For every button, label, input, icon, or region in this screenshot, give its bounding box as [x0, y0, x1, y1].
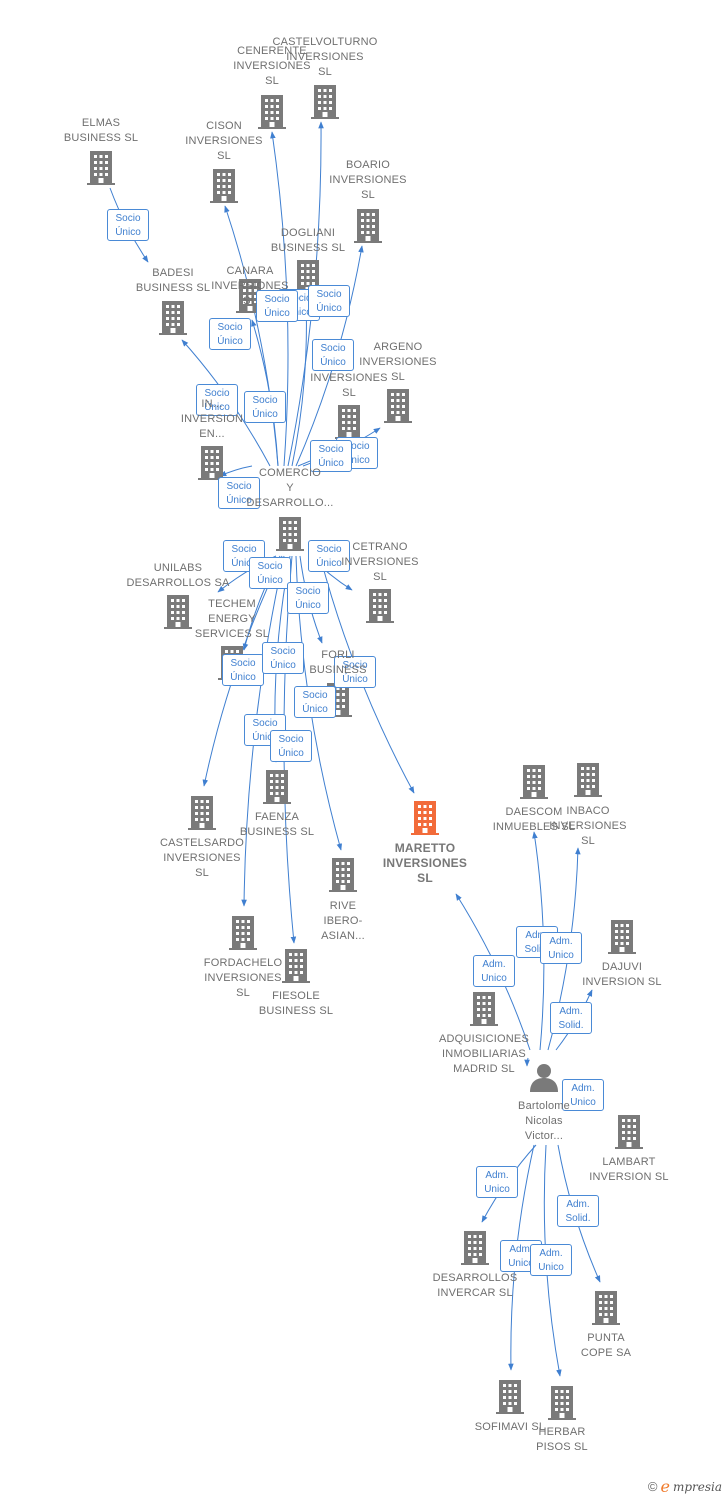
- relation-badge-bartolome-dajuvi[interactable]: Adm. Solid.: [550, 1002, 592, 1034]
- building-icon-inversiones_mid[interactable]: [335, 405, 363, 439]
- node-label-cetrano[interactable]: CETRANO INVERSIONES SL: [341, 541, 419, 583]
- building-icon-daescom[interactable]: [520, 765, 548, 799]
- building-icon-elmas[interactable]: [87, 151, 115, 185]
- node-label-herbar[interactable]: HERBAR PISOS SL: [536, 1426, 588, 1453]
- relation-badge-comercio-badesi[interactable]: Socio Único: [196, 384, 238, 416]
- relation-badge-bartolome-desarrollos_invercar[interactable]: Adm. Unico: [476, 1166, 518, 1198]
- relation-badge-bartolome-maretto[interactable]: Adm. Unico: [473, 955, 515, 987]
- node-label-badesi[interactable]: BADESI BUSINESS SL: [135, 267, 211, 294]
- building-icon-cison[interactable]: [210, 169, 238, 203]
- building-icon-inbaco[interactable]: [574, 763, 602, 797]
- building-icon-inversion_en[interactable]: [198, 446, 226, 480]
- relation-badge-comercio-faenza[interactable]: Socio Único: [262, 642, 304, 674]
- building-icon-herbar[interactable]: [548, 1386, 576, 1420]
- building-icon-faenza[interactable]: [263, 770, 291, 804]
- relation-badge-comercio-techem[interactable]: Socio Único: [249, 557, 291, 589]
- node-label-techem[interactable]: TECHEM ENERGY SERVICES SL: [194, 598, 270, 640]
- relation-badge-bartolome-punta_cope[interactable]: Adm. Solid.: [557, 1195, 599, 1227]
- node-label-punta_cope[interactable]: PUNTA COPE SA: [580, 1332, 632, 1359]
- relation-badge-comercio-cetrano[interactable]: Socio Único: [308, 540, 350, 572]
- building-icon-desarrollos_invercar[interactable]: [461, 1231, 489, 1265]
- node-label-desarrollos_invercar[interactable]: DESARROLLOS INVERCAR SL: [432, 1272, 518, 1299]
- node-label-elmas[interactable]: ELMAS BUSINESS SL: [63, 117, 139, 144]
- building-icon-castelsardo[interactable]: [188, 796, 216, 830]
- node-label-forli[interactable]: FORLI BUSINESS: [309, 649, 367, 676]
- building-icon-fordachelo[interactable]: [229, 916, 257, 950]
- node-label-unilabs[interactable]: UNILABS DESARROLLOS SA: [126, 562, 230, 589]
- relation-badge-comercio-forli[interactable]: Socio Único: [287, 582, 329, 614]
- building-icon-dajuvi[interactable]: [608, 920, 636, 954]
- building-icon-castelvolturno[interactable]: [311, 85, 339, 119]
- building-icon-lambart[interactable]: [615, 1115, 643, 1149]
- building-icon-adquisiciones[interactable]: [470, 992, 498, 1026]
- building-icon-rive[interactable]: [329, 858, 357, 892]
- relation-badge-comercio-castelsardo[interactable]: Socio Único: [222, 654, 264, 686]
- node-label-adquisiciones[interactable]: ADQUISICIONES INMOBILIARIAS MADRID SL: [438, 1033, 529, 1075]
- copyright-icon: ©: [647, 1479, 658, 1494]
- node-label-cison[interactable]: CISON INVERSIONES SL: [185, 120, 263, 162]
- relation-badge-comercio-rive[interactable]: Socio Único: [294, 686, 336, 718]
- brand-initial: e: [660, 1477, 670, 1496]
- node-label-inversion_en[interactable]: IN... INVERSION EN...: [180, 398, 244, 440]
- node-label-canara[interactable]: CANARA INVERSIONES SL: [211, 265, 289, 307]
- node-label-dogliani[interactable]: DOGLIANI BUSINESS SL: [270, 227, 346, 254]
- node-label-castelvolturno[interactable]: CASTELVOLTURNO INVERSIONES SL: [272, 36, 378, 78]
- building-icon-punta_cope[interactable]: [592, 1291, 620, 1325]
- relation-badge-comercio-inversion_en[interactable]: Socio Único: [218, 477, 260, 509]
- brand-name: mpresia: [672, 1479, 722, 1494]
- relation-badge-comercio-castelvolturno[interactable]: Socio Único: [308, 285, 350, 317]
- relation-badge-comercio-inversiones_mid[interactable]: Socio Único: [310, 440, 352, 472]
- node-label-dajuvi[interactable]: DAJUVI INVERSION SL: [582, 961, 662, 988]
- node-label-boario[interactable]: BOARIO INVERSIONES SL: [329, 159, 407, 201]
- building-icon-badesi[interactable]: [159, 301, 187, 335]
- building-icon-maretto[interactable]: [411, 801, 439, 835]
- edge-bartolome-to-adquisiciones: [524, 1057, 530, 1067]
- node-label-inbaco[interactable]: INBACO INVERSIONES SL: [549, 805, 627, 847]
- relation-badge-comercio-dogliani[interactable]: Socio Único: [256, 290, 298, 322]
- node-label-bartolome[interactable]: Bartolome Nicolas Victor...: [518, 1100, 570, 1142]
- node-label-faenza[interactable]: FAENZA BUSINESS SL: [239, 811, 315, 838]
- node-label-inversiones_mid[interactable]: INVERSIONES SL: [310, 372, 388, 399]
- node-label-lambart[interactable]: LAMBART INVERSION SL: [589, 1156, 669, 1183]
- node-label-fiesole[interactable]: FIESOLE BUSINESS SL: [258, 990, 334, 1017]
- building-icon-comercio[interactable]: [276, 517, 304, 551]
- relation-badge-comercio-maretto[interactable]: Socio Único: [334, 656, 376, 688]
- node-label-daescom[interactable]: DAESCOM INMUEBLES SL: [492, 806, 576, 833]
- relation-badge-bartolome-inbaco[interactable]: Adm. Unico: [540, 932, 582, 964]
- relation-badge-bartolome-adquisiciones[interactable]: Adm. Unico: [562, 1079, 604, 1111]
- relation-badge-comercio-boario[interactable]: Socio Único: [312, 339, 354, 371]
- building-icon-cetrano[interactable]: [366, 589, 394, 623]
- node-label-fordachelo[interactable]: FORDACHELO INVERSIONES SL: [203, 957, 283, 999]
- building-icon-sofimavi[interactable]: [496, 1380, 524, 1414]
- node-label-cenerente[interactable]: CENERENTE INVERSIONES SL: [233, 45, 311, 87]
- node-label-argeno[interactable]: ARGENO INVERSIONES SL: [359, 341, 437, 383]
- node-label-rive[interactable]: RIVE IBERO- ASIAN...: [321, 900, 365, 942]
- node-label-maretto[interactable]: MARETTO INVERSIONES SL: [382, 841, 468, 885]
- relation-badge-comercio-canara[interactable]: Socio Único: [244, 391, 286, 423]
- node-label-comercio[interactable]: COMERCIO Y DESARROLLO...: [246, 467, 334, 509]
- relation-badge-comercio-fiesole[interactable]: Socio Único: [270, 730, 312, 762]
- relation-badge-bartolome-herbar[interactable]: Adm. Unico: [530, 1244, 572, 1276]
- relation-badge-elmas-badesi[interactable]: Socio Único: [107, 209, 149, 241]
- relation-badge-comercio-cison[interactable]: Socio Único: [209, 318, 251, 350]
- node-label-sofimavi[interactable]: SOFIMAVI SL: [474, 1421, 546, 1433]
- node-label-castelsardo[interactable]: CASTELSARDO INVERSIONES SL: [159, 837, 245, 879]
